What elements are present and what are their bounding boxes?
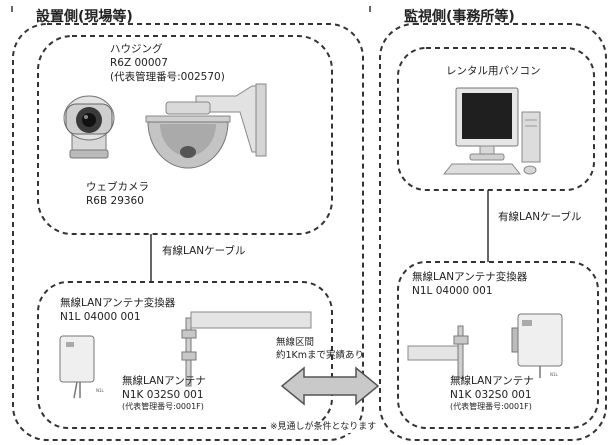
housing-mgmt-number: (代表管理番号:002570) <box>110 71 225 83</box>
left-converter-name: 無線LANアンテナ変換器 <box>60 297 176 309</box>
double-arrow-icon <box>280 366 380 406</box>
housing-code: R6Z 00007 <box>110 57 168 69</box>
camera-label: ウェブカメラ R6B 29360 <box>86 180 149 208</box>
right-antenna-name: 無線LANアンテナ <box>450 375 534 387</box>
housing-name: ハウジング <box>110 43 163 55</box>
converter-box-icon: N1L <box>511 313 563 378</box>
right-wireless-group <box>397 261 599 429</box>
right-converter-name: 無線LANアンテナ変換器 <box>412 271 528 283</box>
svg-text:N1L: N1L <box>550 372 559 377</box>
camera-code: R6B 29360 <box>86 195 144 207</box>
wireless-link-title: 無線区間 <box>276 337 315 348</box>
camera-name: ウェブカメラ <box>86 181 149 193</box>
left-cable-label: 有線LANケーブル <box>162 245 246 257</box>
left-antenna-name: 無線LANアンテナ <box>122 375 206 387</box>
pc-label: レンタル用パソコン <box>446 65 541 77</box>
right-converter-label: 無線LANアンテナ変換器 N1L 04000 001 <box>412 270 527 298</box>
left-camera-group <box>37 35 333 235</box>
left-converter-label: 無線LANアンテナ変換器 N1L 04000 001 <box>60 296 175 324</box>
right-pc-group <box>397 47 595 191</box>
converter-box-icon: N1L <box>59 335 105 399</box>
left-antenna-code: N1K 032S0 001 <box>122 389 204 401</box>
left-wireless-group <box>37 281 333 429</box>
wireless-link-range: 約1Kmまで実績あり <box>276 350 365 361</box>
right-cable-label: 有線LANケーブル <box>498 211 582 223</box>
right-antenna-label: 無線LANアンテナ N1K 032S0 001 (代表管理番号:0001F) <box>450 374 534 412</box>
footnote: ※見通しが条件となります <box>268 422 379 433</box>
antenna-pole-icon <box>407 325 469 379</box>
right-antenna-mgmt-number: (代表管理番号:0001F) <box>450 402 532 411</box>
wireless-link-label: 無線区間 約1Kmまで実績あり <box>276 336 364 362</box>
right-section-title: 監視側(事務所等) <box>404 9 515 25</box>
desktop-pc-icon <box>442 87 541 175</box>
ptz-camera-icon <box>63 95 115 159</box>
left-converter-code: N1L 04000 001 <box>60 311 141 323</box>
svg-text:N1L: N1L <box>96 388 105 393</box>
antenna-pole-icon <box>181 311 312 387</box>
housing-label: ハウジング R6Z 00007 (代表管理番号:002570) <box>110 42 225 84</box>
right-converter-code: N1L 04000 001 <box>412 285 493 297</box>
left-section-title: 設置側(現場等) <box>36 9 133 25</box>
dome-camera-icon <box>145 83 267 169</box>
left-outer-frame <box>12 23 364 441</box>
left-antenna-label: 無線LANアンテナ N1K 032S0 001 (代表管理番号:0001F) <box>122 374 206 412</box>
right-antenna-code: N1K 032S0 001 <box>450 389 532 401</box>
left-antenna-mgmt-number: (代表管理番号:0001F) <box>122 402 204 411</box>
